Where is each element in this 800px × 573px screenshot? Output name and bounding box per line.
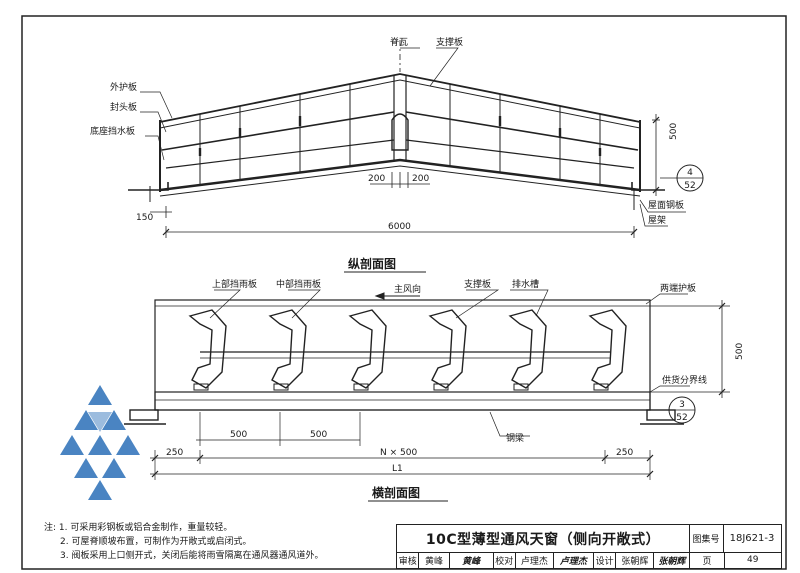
dim-height-cross: 500 [735,343,745,360]
dim-end-right: 250 [616,448,633,458]
page-label: 页 [690,552,725,568]
label-middle-rain-plate: 中部挡雨板 [276,278,321,290]
title-block: 10C型薄型通风天窗（侧向开敞式） 图集号 18J621-3 审核 黄峰 黄峰 … [396,524,782,569]
note-item-2: 2. 可屋脊顺坡布置，可制作为开敞式或启闭式。 [60,537,252,547]
review-label: 审核 [397,552,420,568]
checker-signature: 卢理杰 [554,552,594,568]
sheet-frame [21,15,787,570]
callout-long-top: 4 [687,168,693,178]
dim-middle: N × 500 [380,448,417,458]
notes-label: 注: [44,523,57,533]
reviewer-signature: 黄峰 [450,552,494,568]
designer-signature: 张朝辉 [654,552,691,568]
callout-cross-bottom: 52 [676,413,687,423]
label-support-plate: 支撑板 [464,278,491,290]
dim-length: L1 [392,464,403,474]
caption-longitudinal: 纵剖面图 [348,256,396,271]
label-end-plate: 封头板 [110,101,137,113]
atlas-number: 18J621-3 [723,525,781,553]
note-item-1: 1. 可采用彩钢板或铝合金制作，重量较轻。 [58,523,233,533]
callout-long-bottom: 52 [684,181,695,191]
label-wind-direction: 主风向 [394,283,421,295]
checker-name: 卢理杰 [516,552,554,568]
longitudinal-section [128,40,704,238]
label-drain-gutter: 排水槽 [512,278,539,290]
designer-name: 张朝辉 [616,552,655,568]
signature-row: 审核 黄峰 黄峰 校对 卢理杰 卢理杰 设计 张朝辉 张朝辉 页 49 [397,552,781,568]
dim-pitch-a: 500 [230,430,247,440]
logo-watermark [60,385,140,500]
drawing-title: 10C型薄型通风天窗（侧向开敞式） [397,525,690,553]
callout-cross-top: 3 [679,400,685,410]
label-supply-boundary: 供货分界线 [662,374,707,386]
label-base-flashing: 底座挡水板 [90,125,135,137]
label-support-plate-top: 支撑板 [436,36,463,48]
label-upper-rain-plate: 上部挡雨板 [212,278,257,290]
dim-overhang: 150 [136,213,153,223]
dim-ridge-right: 200 [412,174,429,184]
label-roof-steel-plate: 屋面钢板 [648,199,684,211]
note-item-3: 3. 阀板采用上口侧开式，关闭后能将雨雪隔离在通风器通风道外。 [60,551,324,561]
dim-end-left: 250 [166,448,183,458]
dim-height-long: 500 [669,123,679,140]
label-roof-frame: 屋架 [648,215,666,226]
label-end-guard: 两端护板 [660,282,696,294]
reviewer-name: 黄峰 [419,552,450,568]
caption-cross: 横剖面图 [372,485,420,500]
dim-pitch-b: 500 [310,430,327,440]
page-number: 49 [747,555,759,565]
label-outer-guard: 外护板 [110,81,137,93]
atlas-label: 图集号 [689,525,724,553]
label-ridge-tile: 脊瓦 [390,36,408,48]
cross-section [124,289,730,480]
dim-ridge-left: 200 [368,174,385,184]
notes-block: 注: 1. 可采用彩钢板或铝合金制作，重量较轻。 2. 可屋脊顺坡布置，可制作为… [44,521,394,563]
check-label: 校对 [494,552,516,568]
design-label: 设计 [594,552,617,568]
label-steel-beam: 钢梁 [506,432,524,444]
dim-total-length: 6000 [388,222,411,232]
